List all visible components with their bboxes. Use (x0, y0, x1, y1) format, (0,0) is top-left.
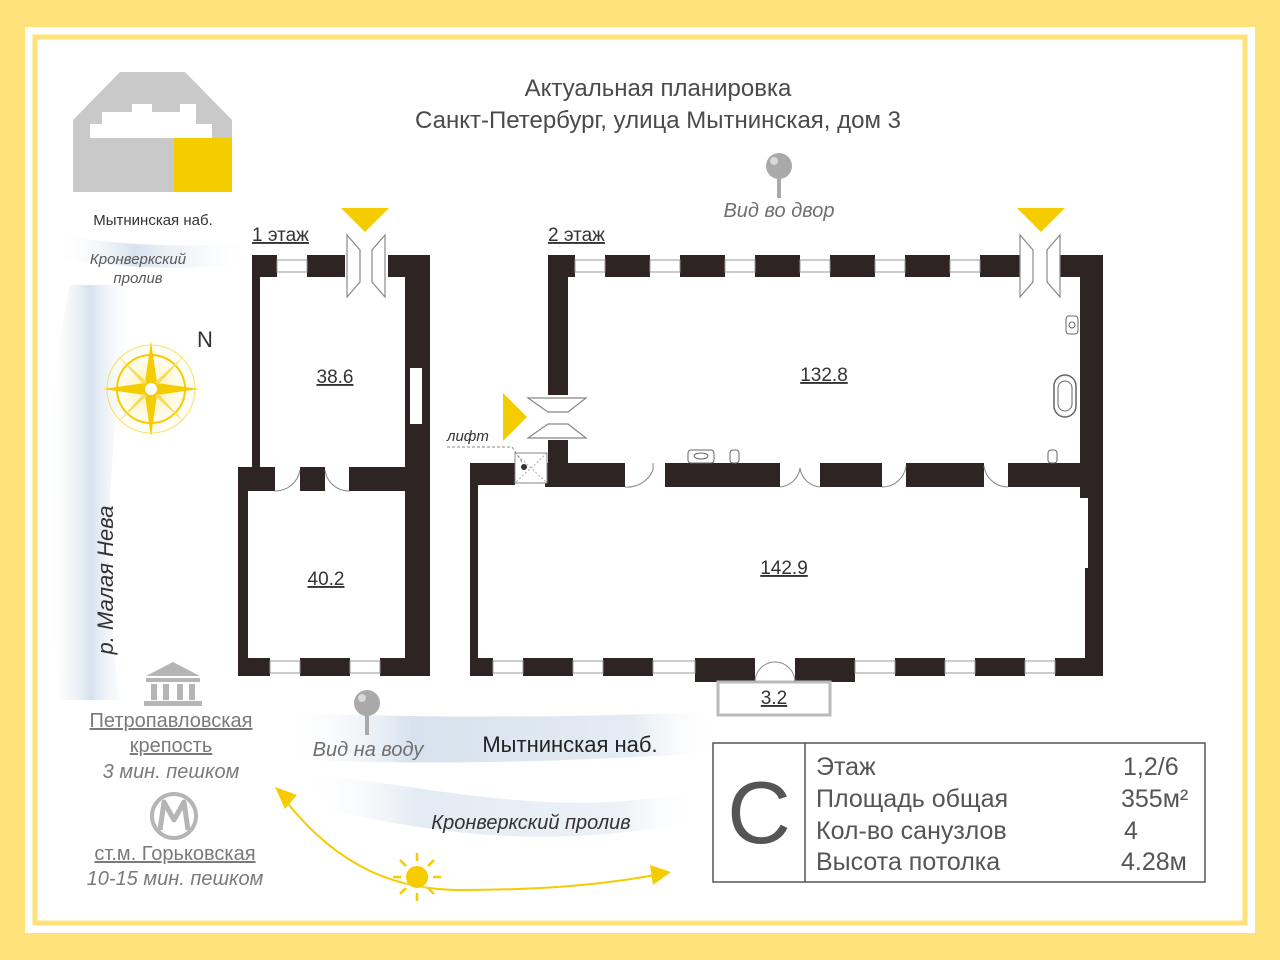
view-water-pin-icon (354, 690, 380, 735)
river-label: р. Малая Нева (93, 506, 118, 656)
title-line-1: Актуальная планировка (525, 75, 792, 102)
lift-label: лифт (446, 428, 489, 445)
room-area-38-6: 38.6 (317, 367, 354, 388)
class-letter: С (727, 763, 791, 862)
info-box: С Этаж 1,2/6 Площадь общая 355м² Кол-во … (712, 742, 1206, 883)
floor-2-plan (470, 233, 1103, 717)
view-water-label: Вид на воду (313, 739, 425, 761)
sun-path-arc (284, 799, 656, 892)
water-areas (46, 235, 720, 837)
fortress-walk-time: 3 мин. пешком (103, 761, 240, 783)
metro-icon (150, 792, 198, 840)
sun-icon (393, 853, 441, 901)
compass-rose-icon (103, 341, 199, 437)
fortress-name-line-2: крепость (130, 735, 213, 757)
metro-walk-time: 10-15 мин. пешком (87, 868, 264, 890)
room-area-40-2: 40.2 (308, 569, 345, 590)
info-label: Этаж (816, 753, 876, 781)
floor-1-plan (238, 233, 430, 676)
building-locator: Мытнинская наб. (73, 72, 232, 229)
compass-north: N (197, 327, 213, 352)
view-yard-label: Вид во двор (723, 200, 834, 222)
embankment-label: Мытнинская наб. (482, 732, 657, 757)
info-value: 355м² (1121, 785, 1188, 813)
strait-top-line-1: Кронверкский (90, 251, 187, 268)
lift-leader-line (447, 446, 523, 463)
view-yard-pin-icon (766, 153, 792, 198)
info-row: Этаж 1,2/6 (816, 753, 1179, 781)
bathtub-icon (1053, 374, 1077, 418)
info-label: Высота потолка (816, 848, 1000, 876)
info-row: Площадь общая 355м² (816, 785, 1188, 813)
info-row: Кол-во санузлов 4 (816, 817, 1138, 845)
sink-icon (1065, 315, 1079, 335)
sun-path-arrow-left-icon (275, 787, 297, 809)
toilet-icon-2 (1047, 449, 1058, 464)
sink-icon-2 (687, 449, 715, 464)
entrance-marker-1-icon (341, 208, 389, 232)
fortress-name-line-1: Петропавловская (90, 710, 253, 732)
sun-path-arrow-right-icon (650, 865, 671, 885)
apartment-highlight (174, 138, 232, 192)
fortress-icon (144, 662, 202, 706)
strait-bottom-label: Кронверкский пролив (431, 812, 630, 834)
info-label: Площадь общая (816, 785, 1008, 813)
strait-top-line-2: пролив (113, 270, 162, 287)
toilet-icon (729, 449, 740, 464)
room-area-142-9: 142.9 (760, 558, 808, 579)
floor-1-label: 1 этаж (252, 225, 309, 246)
info-row: Высота потолка 4.28м (816, 848, 1187, 876)
room-area-3-2: 3.2 (761, 688, 787, 709)
entrance-marker-2-icon (1017, 208, 1065, 232)
locator-street: Мытнинская наб. (93, 212, 213, 229)
info-value: 1,2/6 (1123, 753, 1179, 781)
floor-2-label: 2 этаж (548, 225, 605, 246)
courtyard-shape (90, 104, 212, 138)
entrance-marker-side-icon (503, 393, 527, 441)
info-value: 4 (1124, 817, 1138, 845)
title-line-2: Санкт-Петербург, улица Мытнинская, дом 3 (415, 107, 901, 134)
info-value: 4.28м (1121, 848, 1187, 876)
info-label: Кол-во санузлов (816, 817, 1007, 845)
metro-name: ст.м. Горьковская (94, 843, 255, 865)
room-area-132-8: 132.8 (800, 365, 848, 386)
